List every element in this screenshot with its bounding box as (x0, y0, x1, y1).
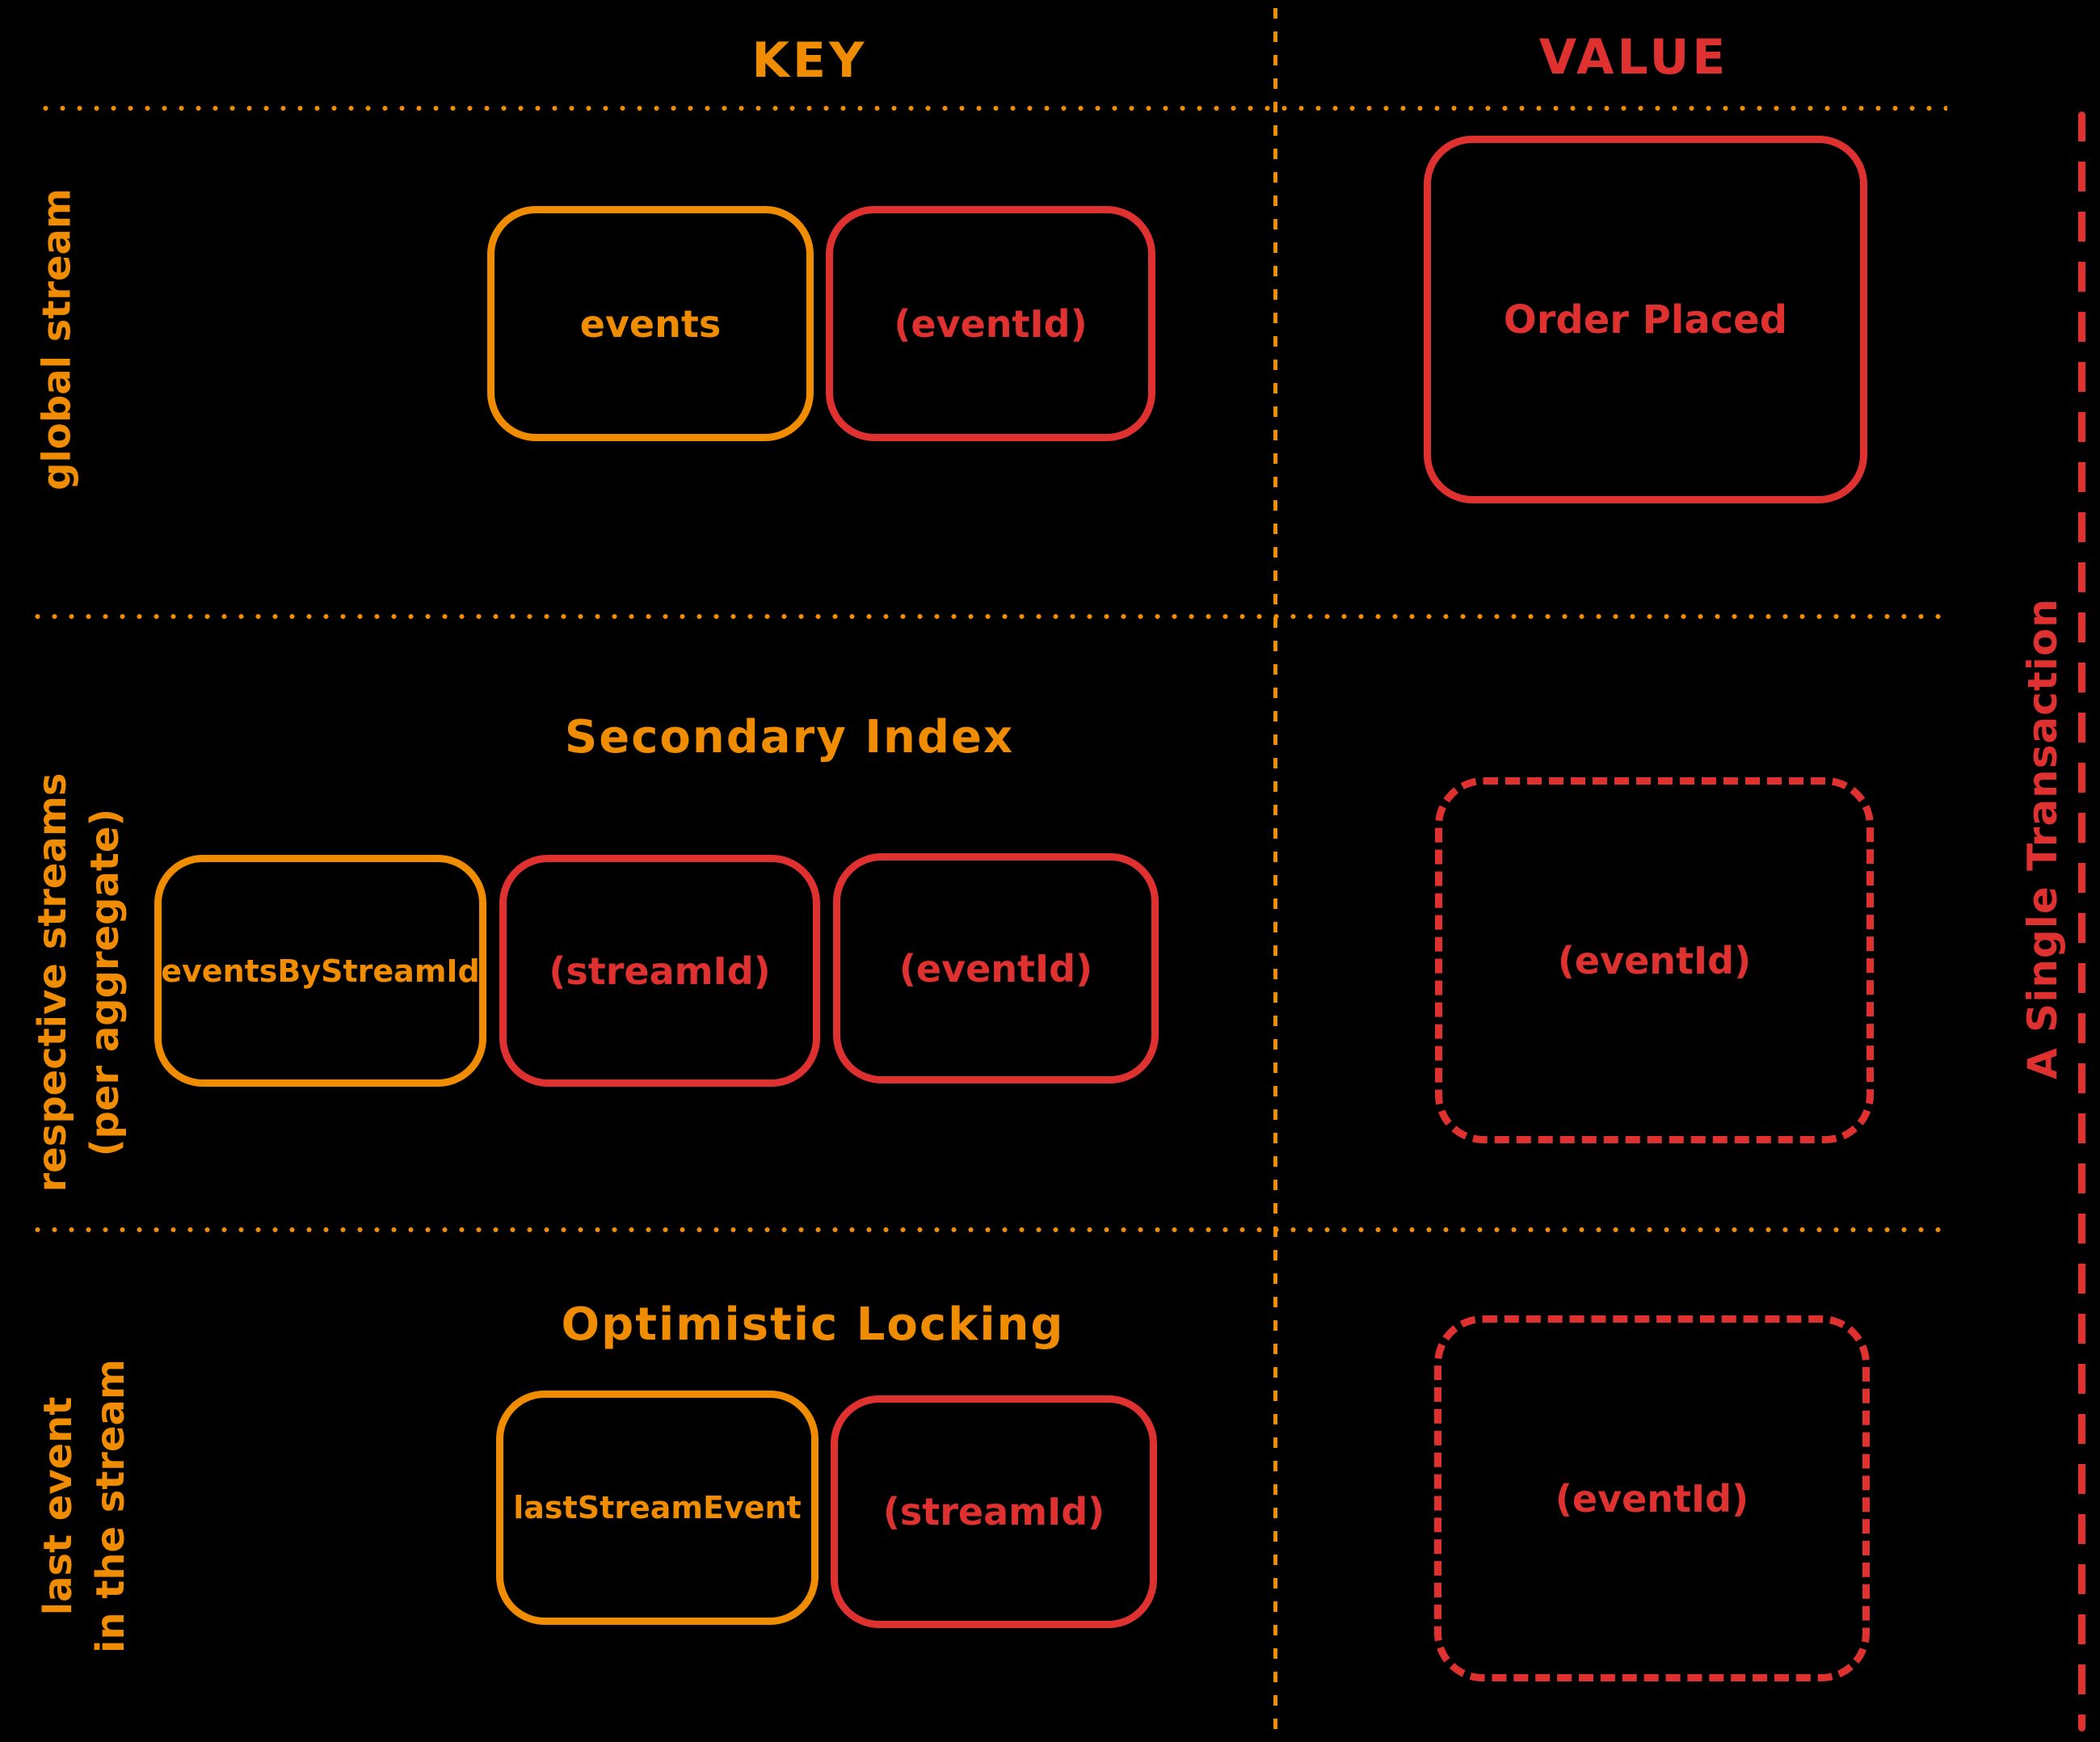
key-column-header: KEY (751, 32, 868, 89)
secondary-index-title: Secondary Index (564, 711, 1015, 764)
box-events-table: events (487, 206, 814, 441)
row-label-respective-streams: respective streams (per aggregate) (27, 773, 132, 1193)
row-separator-middle (29, 614, 1947, 619)
box-label: (eventId) (894, 301, 1088, 346)
single-transaction-label: A Single Transaction (2019, 598, 2066, 1079)
transaction-boundary-line (2078, 112, 2085, 1731)
value-column-header: VALUE (1538, 29, 1729, 86)
box-last-stream-event-table: lastStreamEvent (496, 1391, 819, 1625)
row-label-line: last event (36, 1396, 82, 1616)
row-label-line: (per aggregate) (82, 808, 128, 1157)
row-label-line: respective streams (30, 772, 76, 1193)
box-eventid-key-global: (eventId) (826, 206, 1155, 441)
row-label-last-event: last event in the stream (32, 1359, 137, 1653)
box-label: lastStreamEvent (513, 1490, 802, 1525)
box-label: (eventId) (898, 946, 1093, 991)
row-label-line: global stream (34, 188, 80, 490)
row-label-global-stream: global stream (32, 188, 84, 490)
box-label: (streamId) (549, 949, 771, 993)
box-streamid-key-locking: (streamId) (831, 1395, 1157, 1628)
box-eventid-key-secondary: (eventId) (833, 853, 1159, 1083)
box-label: (eventId) (1555, 1476, 1749, 1521)
row-separator-bottom (29, 1227, 1947, 1232)
box-label: (eventId) (1557, 938, 1752, 983)
box-eventid-value-locking: (eventId) (1434, 1315, 1870, 1681)
box-order-placed-value: Order Placed (1424, 136, 1867, 503)
optimistic-locking-title: Optimistic Locking (561, 1298, 1065, 1351)
box-eventid-value-secondary: (eventId) (1435, 777, 1874, 1143)
box-events-by-streamid-table: eventsByStreamId (154, 855, 486, 1087)
key-value-column-separator (1273, 8, 1277, 1734)
row-label-line: in the stream (88, 1359, 133, 1653)
box-label: (streamId) (882, 1490, 1105, 1534)
box-label: eventsByStreamId (161, 953, 480, 989)
row-separator-top (37, 106, 1947, 111)
box-label: Order Placed (1503, 297, 1788, 343)
box-label: events (579, 301, 722, 346)
box-streamid-key-secondary: (streamId) (499, 855, 820, 1087)
